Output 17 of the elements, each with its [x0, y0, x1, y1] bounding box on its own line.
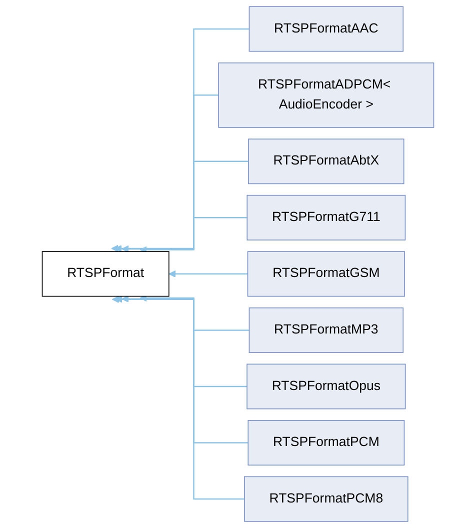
node-box: RTSPFormatAAC — [248, 6, 404, 52]
node-box: RTSPFormatPCM — [248, 420, 405, 466]
node-box: RTSPFormat — [42, 251, 170, 297]
node-box: RTSPFormatADPCM< AudioEncoder > — [218, 62, 434, 128]
arrow — [140, 294, 250, 331]
arrow — [140, 217, 248, 254]
arrow — [122, 295, 248, 388]
node-box: RTSPFormatOpus — [246, 364, 406, 410]
arrow — [111, 28, 250, 252]
node-box: RTSPFormatG711 — [246, 194, 406, 240]
arrow — [168, 270, 248, 278]
node-box: RTSPFormatGSM — [247, 251, 405, 297]
node-box: RTSPFormatAbtX — [248, 138, 404, 184]
node-box: RTSPFormatPCM8 — [244, 476, 408, 522]
arrow — [112, 296, 246, 500]
arrow — [122, 160, 250, 253]
node-box: RTSPFormatMP3 — [248, 307, 404, 353]
